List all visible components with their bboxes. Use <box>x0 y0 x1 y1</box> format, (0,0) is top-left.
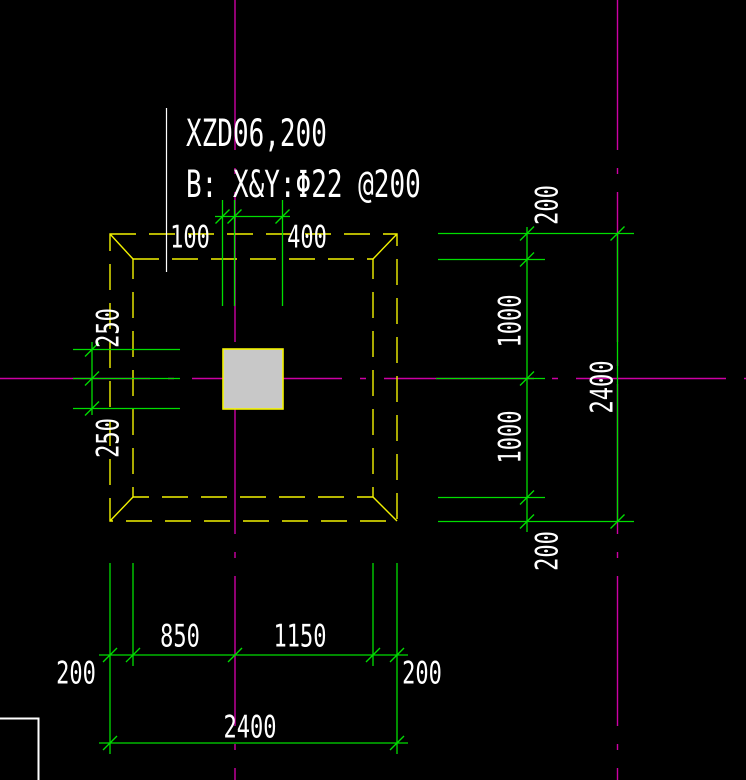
dim-tick <box>125 647 141 663</box>
dimension-bottom-chain[interactable]: 200 850 1150 200 <box>56 563 442 754</box>
cap-chamfer-bottom-right <box>372 496 398 522</box>
dim-tick <box>275 209 290 224</box>
dim-text-bottom-200-left[interactable]: 200 <box>56 656 96 692</box>
cap-chamfer-top-right <box>372 233 398 260</box>
annotation-label[interactable]: XZD06,200 B: X&Y:Φ22 @200 <box>186 111 421 206</box>
dim-tick <box>84 371 100 386</box>
cap-chamfer-bottom-left <box>109 496 134 522</box>
dim-tick <box>519 490 535 505</box>
dim-tick <box>519 371 535 386</box>
dim-tick <box>102 647 118 663</box>
dim-text-right-2400[interactable]: 2400 <box>585 361 621 414</box>
dim-tick <box>102 735 118 751</box>
dim-text-top-100[interactable]: 100 <box>170 220 210 256</box>
dimension-right-chain[interactable]: 200 1000 1000 200 <box>436 185 634 571</box>
dim-tick <box>389 735 405 751</box>
dim-tick <box>215 209 230 224</box>
dim-tick <box>84 401 100 416</box>
dim-text-right-200-top[interactable]: 200 <box>530 185 566 225</box>
dim-tick <box>84 342 100 357</box>
dim-tick <box>519 226 535 241</box>
dim-text-bottom-200-right[interactable]: 200 <box>402 656 442 692</box>
dimension-right-overall[interactable]: 2400 <box>585 226 625 529</box>
annotation-rebar-text[interactable]: B: X&Y:Φ22 @200 <box>186 162 421 206</box>
viewport-border-corner <box>0 717 40 780</box>
dimension-left[interactable]: 250 250 <box>73 308 180 458</box>
dim-text-left-250-upper[interactable]: 250 <box>91 308 127 348</box>
dim-text-left-250-lower[interactable]: 250 <box>91 418 127 458</box>
dim-text-bottom-1150[interactable]: 1150 <box>274 619 327 655</box>
dim-text-right-1000-upper[interactable]: 1000 <box>493 295 529 348</box>
cap-outer-edge <box>109 233 398 522</box>
dim-tick <box>519 514 535 529</box>
cap-chamfer-top-left <box>109 233 134 260</box>
dim-tick <box>389 647 405 663</box>
dim-tick <box>610 514 625 529</box>
dimension-bottom-overall[interactable]: 2400 <box>99 710 408 751</box>
dim-text-bottom-2400[interactable]: 2400 <box>224 710 277 746</box>
annotation-title-text[interactable]: XZD06,200 <box>186 111 327 155</box>
dim-text-right-200-bottom[interactable]: 200 <box>530 531 566 571</box>
dim-tick <box>227 647 243 663</box>
dim-text-bottom-850[interactable]: 850 <box>160 619 200 655</box>
dim-text-right-1000-lower[interactable]: 1000 <box>493 411 529 464</box>
dim-tick <box>610 226 625 241</box>
dim-tick <box>519 252 535 267</box>
column-section[interactable] <box>222 348 284 410</box>
dim-tick <box>365 647 381 663</box>
dim-text-top-400[interactable]: 400 <box>287 220 327 256</box>
dim-tick <box>227 209 242 224</box>
dimension-top[interactable]: 100 400 <box>170 200 327 306</box>
